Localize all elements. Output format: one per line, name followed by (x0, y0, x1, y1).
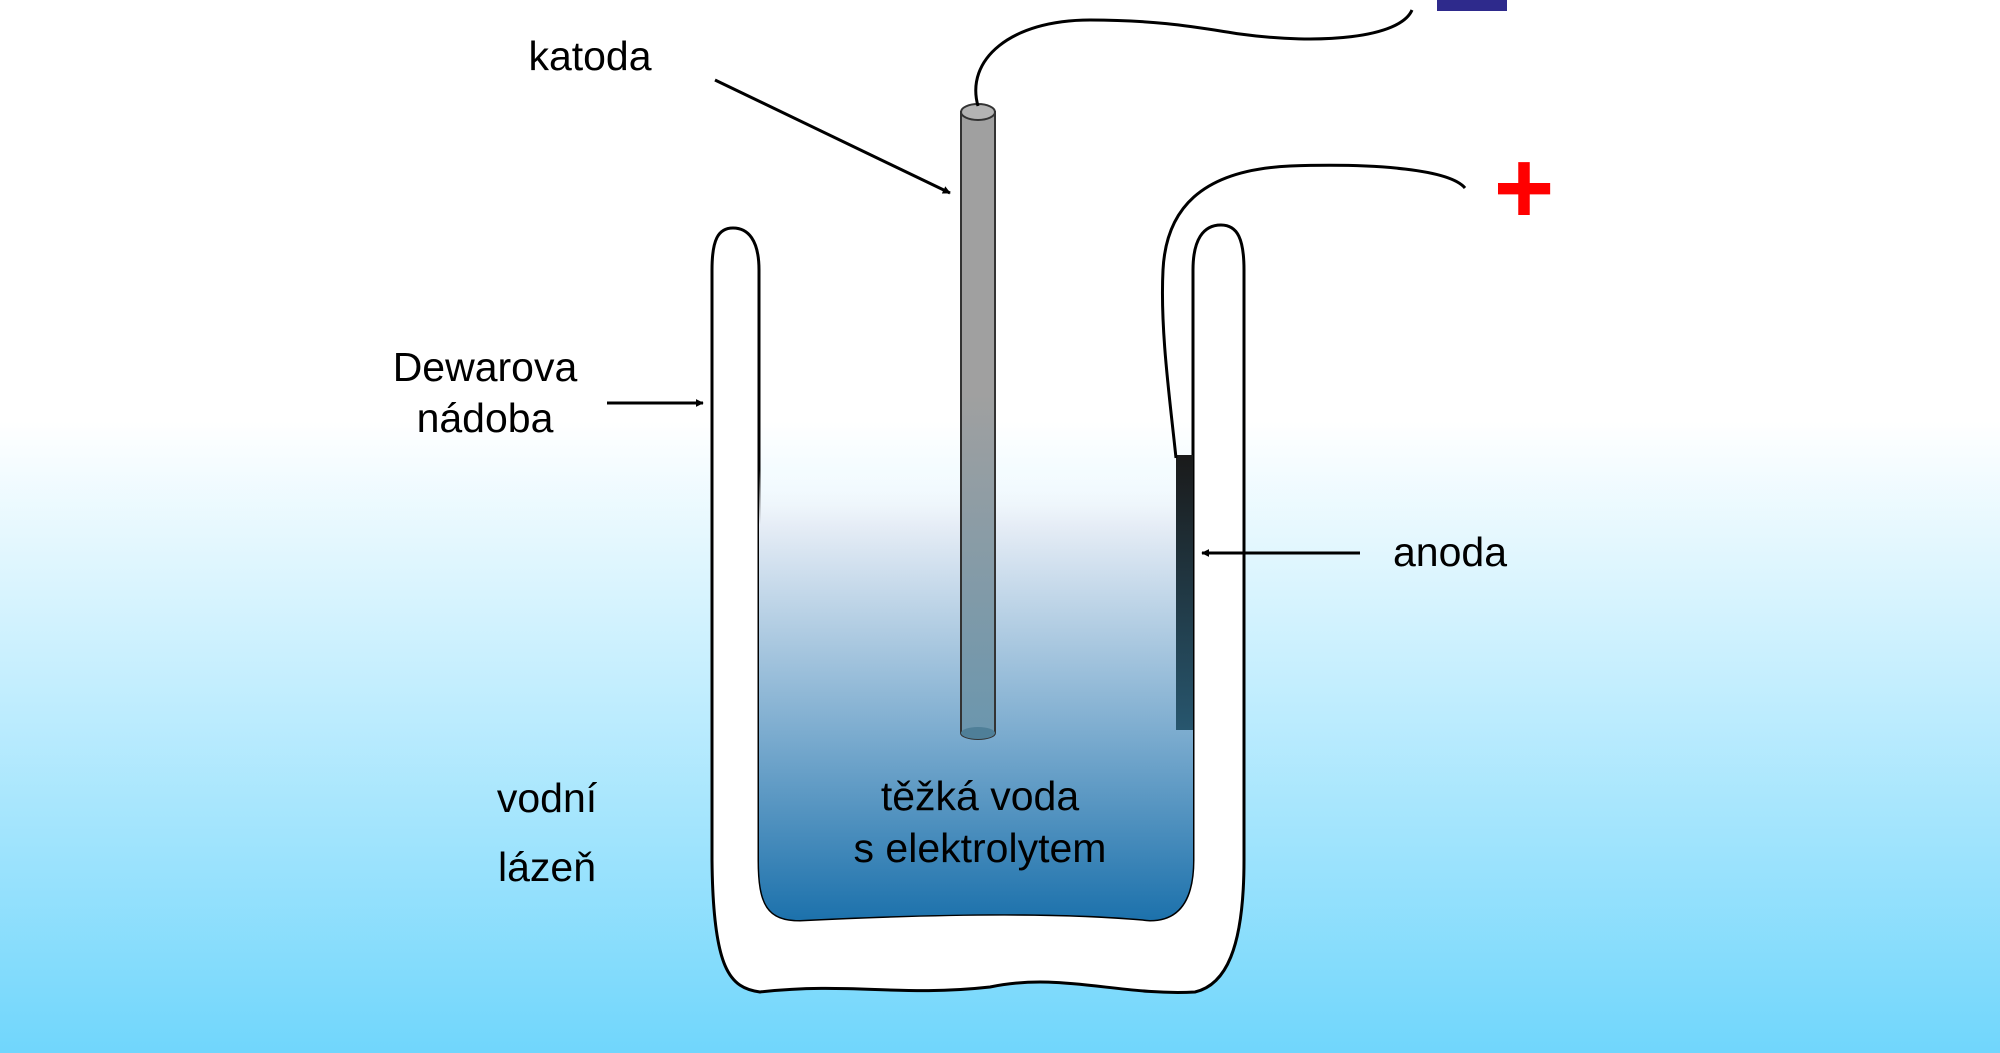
cathode-rod (960, 111, 996, 740)
positive-terminal-label: + (1494, 130, 1555, 246)
anode-label: anoda (1393, 529, 1507, 575)
bath-label-line2: lázeň (498, 844, 596, 890)
negative-terminal-symbol (1437, 0, 1507, 11)
dewar-label-line2: nádoba (417, 395, 554, 441)
anode-plate (1176, 455, 1193, 730)
cathode-arrow (714, 78, 951, 195)
bath-label-line1: vodní (497, 775, 598, 821)
liquid-label-line2: s elektrolytem (854, 825, 1107, 871)
cathode-rod-bottom (961, 727, 995, 739)
liquid-label-line1: těžká voda (881, 773, 1079, 819)
cathode-label: katoda (528, 33, 651, 79)
anode-wire (1160, 163, 1467, 459)
cathode-wire (974, 9, 1414, 107)
dewar-label-line1: Dewarova (393, 344, 578, 390)
cathode-rod-top (960, 103, 996, 121)
